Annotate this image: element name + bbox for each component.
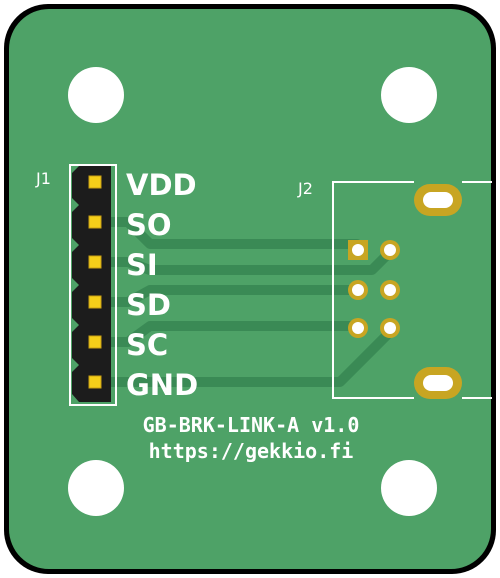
j2-slot-top-drill — [423, 192, 453, 208]
trace-sc — [90, 321, 362, 347]
board-name-label: GB-BRK-LINK-A v1.0 — [143, 413, 360, 437]
j2-slot-bottom-drill — [423, 375, 453, 391]
pin-label-sc: SC — [126, 328, 168, 362]
j2-pad-6-drill — [384, 322, 396, 334]
j1-silkscreen-outline — [69, 164, 117, 406]
pin-label-si: SI — [126, 248, 158, 282]
board-url-label: https://gekkio.fi — [149, 439, 354, 463]
j2-pad-1-drill — [352, 244, 364, 256]
j2-pad-3-drill — [352, 284, 364, 296]
mounting-hole-top-left — [68, 67, 124, 123]
j1-pad-1 — [88, 175, 102, 189]
trace-sd — [90, 285, 362, 307]
j2-pads — [348, 240, 400, 338]
pin-label-so: SO — [126, 208, 172, 242]
mounting-hole-bottom-right — [381, 460, 437, 516]
j2-ref-label: J2 — [297, 179, 313, 198]
j1-pads — [88, 175, 102, 389]
j1-pad-6 — [88, 375, 102, 389]
j1-pin-labels: VDD SO SI SD SC GND — [126, 168, 198, 402]
pin-label-gnd: GND — [126, 368, 198, 402]
pin-label-vdd: VDD — [126, 168, 197, 202]
j1-pad-3 — [88, 255, 102, 269]
j2-silkscreen-outline — [332, 181, 492, 399]
j2-pad-2-drill — [384, 244, 396, 256]
trace-so — [90, 217, 362, 249]
j1-pad-4 — [88, 295, 102, 309]
j2-pad-5-drill — [352, 322, 364, 334]
j1-ref-label: J1 — [35, 169, 51, 188]
j2-mounting-slots — [414, 184, 462, 399]
trace-gnd — [90, 329, 393, 387]
mounting-hole-top-right — [381, 67, 437, 123]
mounting-holes — [68, 67, 437, 516]
j2-pad-4-drill — [384, 284, 396, 296]
mounting-hole-bottom-left — [68, 460, 124, 516]
j1-pad-5 — [88, 335, 102, 349]
j1-pad-2 — [88, 215, 102, 229]
pin-label-sd: SD — [126, 288, 171, 322]
